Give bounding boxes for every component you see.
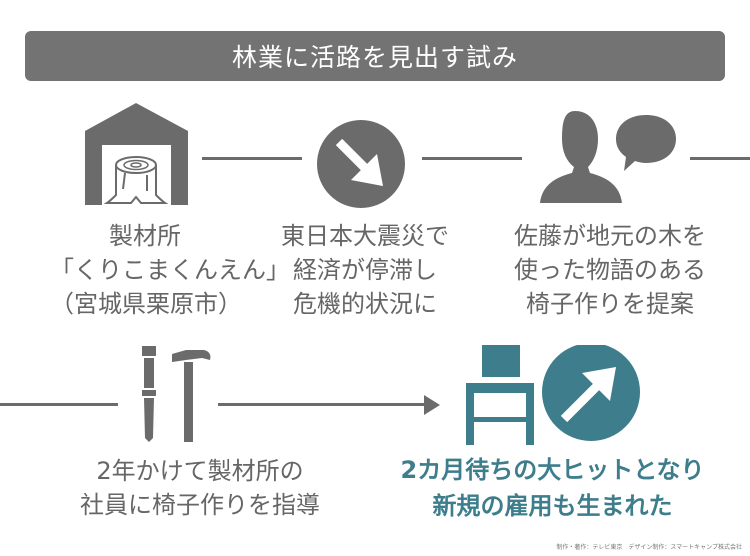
step-3-line2: 使った物語のある bbox=[514, 256, 706, 284]
step-5-caption: 2カ月待ちの大ヒットとなり 新規の雇用も生まれた bbox=[375, 452, 730, 524]
step-2-line1: 東日本大震災で bbox=[281, 222, 449, 250]
step-4-line2: 社員に椅子作りを指導 bbox=[80, 491, 320, 519]
step-2-line3: 危機的状況に bbox=[293, 290, 437, 318]
step-5-line1: 2カ月待ちの大ヒットとなり bbox=[400, 456, 705, 484]
step-5-line2: 新規の雇用も生まれた bbox=[432, 492, 673, 520]
step-2-line2: 経済が停滞し bbox=[293, 256, 437, 284]
page-title: 林業に活路を見出す試み bbox=[231, 43, 518, 72]
down-arrow-circle-icon bbox=[317, 120, 405, 208]
chisel-hammer-icon bbox=[142, 346, 211, 442]
step-1-caption: 製材所 「くりこまくんえん」 （宮城県栗原市） bbox=[50, 219, 290, 321]
step-4-line1: 2年かけて製材所の bbox=[96, 457, 304, 485]
connector-line bbox=[0, 403, 118, 406]
chair-up-arrow-icon bbox=[466, 345, 640, 445]
step-4-caption: 2年かけて製材所の 社員に椅子作りを指導 bbox=[55, 454, 345, 522]
step-1-line3: （宮城県栗原市） bbox=[50, 290, 242, 318]
step-1-line1: 製材所 bbox=[109, 222, 181, 250]
step-1-line2: 「くりこまくんえん」 bbox=[50, 256, 290, 284]
step-2-caption: 東日本大震災で 経済が停滞し 危機的状況に bbox=[265, 219, 465, 321]
connector-line bbox=[690, 157, 750, 160]
sawmill-log-icon bbox=[85, 103, 188, 205]
arrowhead-icon bbox=[424, 395, 440, 415]
speaking-person-icon bbox=[540, 111, 676, 203]
credit-text: 制作・著作：テレビ東京 デザイン制作：スマートキャンプ株式会社 bbox=[556, 544, 742, 551]
step-3-line3: 椅子作りを提案 bbox=[526, 290, 694, 318]
step-3-line1: 佐藤が地元の木を bbox=[514, 222, 706, 250]
connector-line bbox=[422, 157, 522, 160]
title-banner: 林業に活路を見出す試み bbox=[25, 31, 725, 81]
connector-line bbox=[202, 157, 302, 160]
step-3-caption: 佐藤が地元の木を 使った物語のある 椅子作りを提案 bbox=[500, 219, 720, 321]
connector-line bbox=[218, 403, 426, 406]
